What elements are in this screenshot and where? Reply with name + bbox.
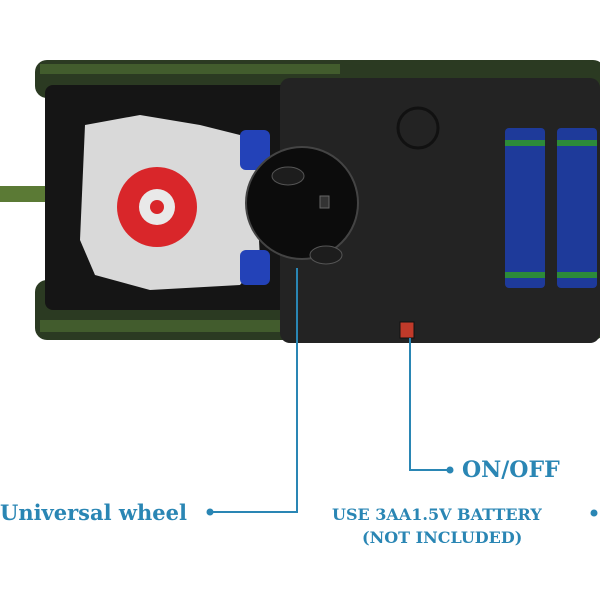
red-gear-hub <box>117 167 197 247</box>
battery-label: USE 3AA1.5V BATTERY <box>332 505 542 524</box>
barrel <box>0 186 50 202</box>
fan-logo <box>396 106 440 150</box>
universal-wheel <box>245 146 359 265</box>
power-switch <box>399 321 415 339</box>
batteries <box>505 128 597 288</box>
on-off-label: ON/OFF <box>462 457 560 483</box>
not-included-label: (NOT INCLUDED) <box>362 528 523 547</box>
leader-lines <box>212 268 448 513</box>
universal-wheel-label: Universal wheel <box>0 500 187 525</box>
